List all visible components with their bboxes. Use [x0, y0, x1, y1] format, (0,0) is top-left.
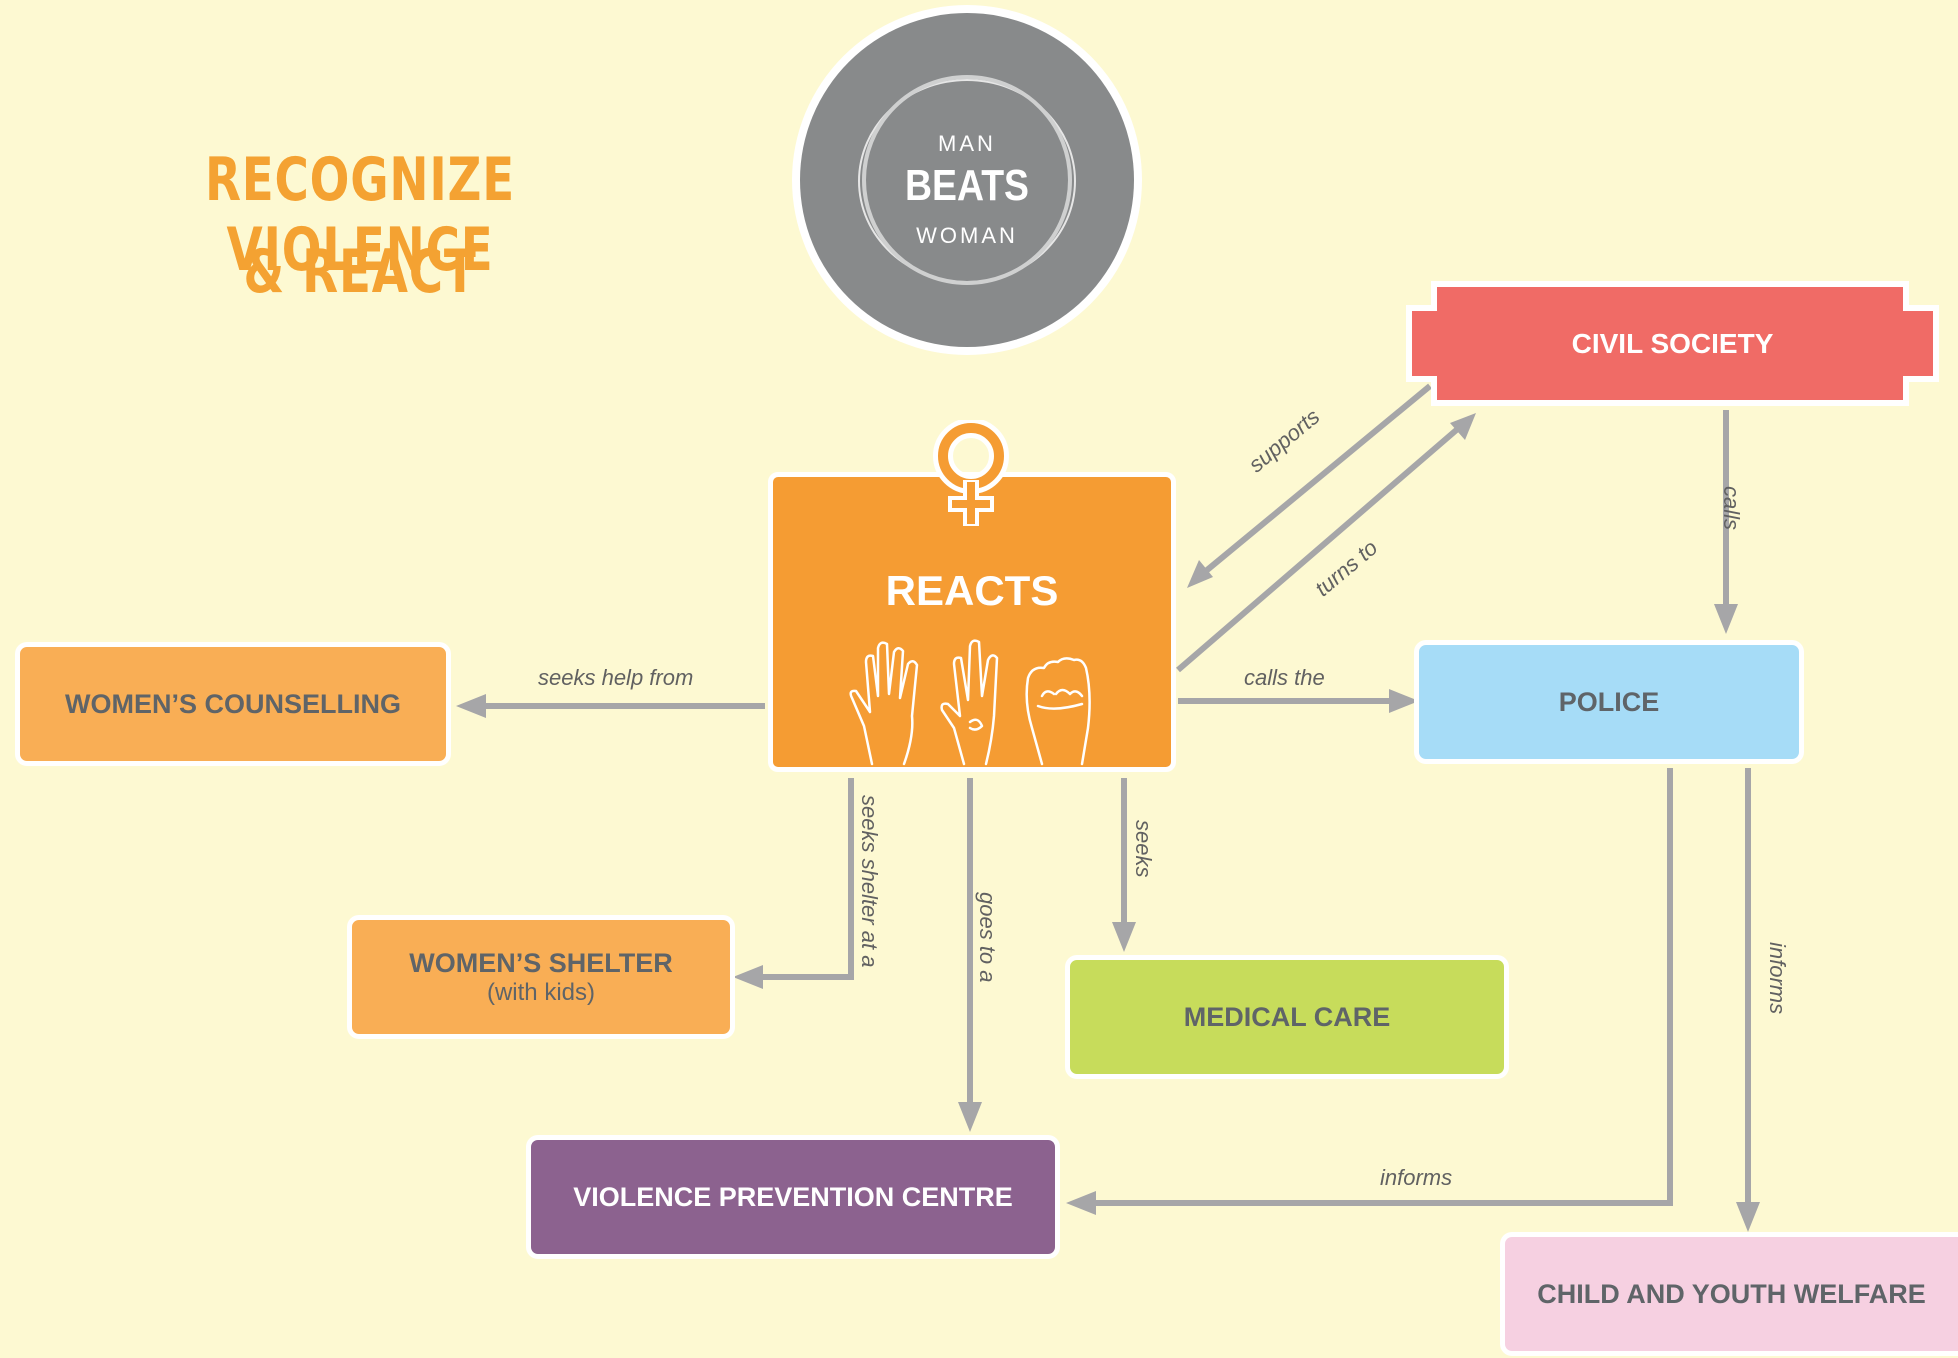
- arrowhead-calls-the: [1389, 689, 1419, 713]
- womens-counselling-label: WOMEN’S COUNSELLING: [65, 688, 401, 719]
- logo-text-bottom: WOMAN: [916, 223, 1018, 248]
- node-violence-prevention-centre: VIOLENCE PREVENTION CENTRE: [526, 1135, 1060, 1259]
- civil-society-banner-shape: [1406, 281, 1939, 406]
- edge-label-calls: calls: [1719, 486, 1744, 531]
- page-title-line1: RECOGNIZE VIOLENCE: [204, 145, 516, 285]
- womens-shelter-sublabel: (with kids): [486, 978, 595, 1006]
- arrowhead-calls: [1714, 604, 1738, 634]
- edge-label-informs-welfare: informs: [1765, 942, 1790, 1015]
- arrowhead-turns-to: [1450, 413, 1476, 440]
- edge-label-seeks-shelter-at-a: seeks shelter at a: [857, 795, 882, 968]
- logo-disc: MAN BEATS WOMAN: [800, 13, 1134, 347]
- page-title-line2: & REACT: [243, 237, 477, 307]
- node-womens-shelter: WOMEN’S SHELTER (with kids): [347, 915, 735, 1039]
- edge-label-informs-vpc: informs: [1380, 1165, 1453, 1190]
- hands-icon: [849, 639, 1091, 766]
- node-child-youth-welfare: CHILD AND YOUTH WELFARE: [1500, 1232, 1958, 1356]
- arrowhead-seeks-help: [456, 694, 486, 718]
- arrowhead-goes-to: [958, 1102, 982, 1132]
- edge-seeks-shelter-arrow: [745, 778, 854, 980]
- logo: MAN BEATS WOMAN: [792, 5, 1142, 355]
- female-symbol-icon: [933, 420, 1009, 526]
- edge-label-seeks-help-from: seeks help from: [538, 665, 694, 690]
- logo-ring: [862, 75, 1072, 285]
- edge-informs-vpc-arrow: [1080, 768, 1673, 1206]
- edge-label-seeks: seeks: [1131, 820, 1156, 878]
- logo-text-middle: BEATS: [905, 161, 1029, 210]
- arrowhead-seeks: [1112, 922, 1136, 952]
- womens-shelter-label: WOMEN’S SHELTER: [409, 947, 673, 978]
- logo-text-top: MAN: [938, 131, 996, 156]
- node-womens-counselling: WOMEN’S COUNSELLING: [15, 642, 451, 766]
- arrowhead-seeks-shelter: [733, 965, 763, 989]
- arrowhead-informs-vpc: [1066, 1191, 1096, 1215]
- node-police: POLICE: [1414, 640, 1804, 764]
- edge-label-calls-the: calls the: [1244, 665, 1325, 690]
- arrowhead-supports: [1187, 560, 1213, 588]
- node-civil-society: CIVIL SOCIETY: [1406, 281, 1939, 406]
- edge-supports-arrow: [1193, 383, 1432, 583]
- reacts-label: REACTS: [885, 567, 1059, 614]
- edge-turns-to-arrow: [1176, 417, 1470, 673]
- police-label: POLICE: [1558, 686, 1660, 717]
- arrowhead-informs-welfare: [1736, 1202, 1760, 1232]
- violence-prevention-centre-label: VIOLENCE PREVENTION CENTRE: [573, 1181, 1013, 1212]
- child-youth-welfare-label: CHILD AND YOUTH WELFARE: [1537, 1278, 1926, 1309]
- edge-label-goes-to-a: goes to a: [975, 892, 1000, 983]
- civil-society-label: CIVIL SOCIETY: [1571, 328, 1774, 359]
- node-medical-care: MEDICAL CARE: [1065, 955, 1509, 1079]
- medical-care-label: MEDICAL CARE: [1183, 1001, 1391, 1032]
